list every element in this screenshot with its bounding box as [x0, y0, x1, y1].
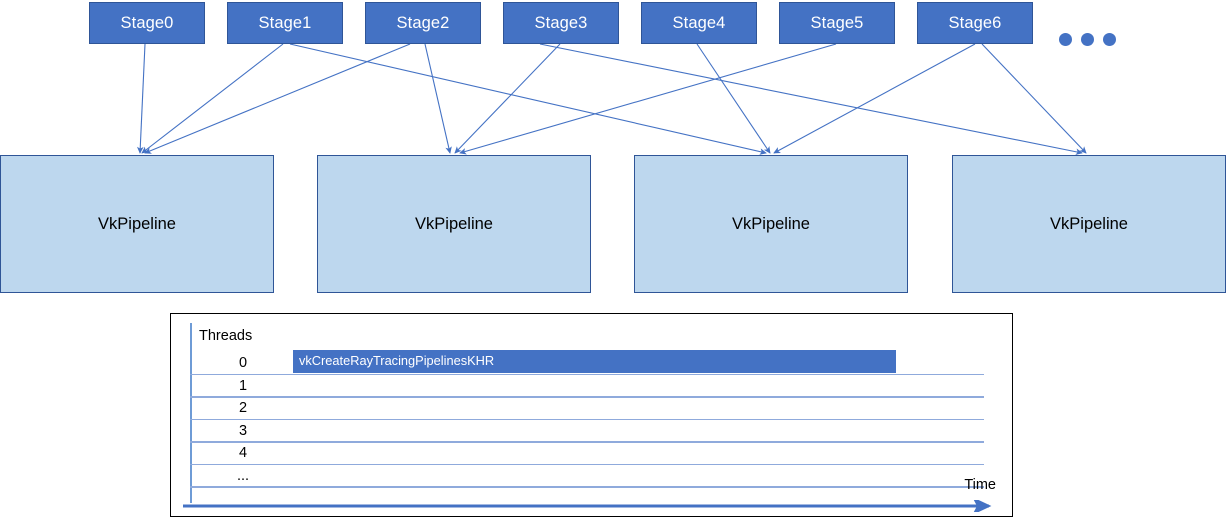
- thread-row-label: ...: [236, 467, 250, 484]
- connector-line: [141, 43, 284, 154]
- thread-row-gridline: [190, 463, 984, 465]
- thread-row-label: 1: [238, 377, 248, 394]
- stage-label: Stage0: [120, 13, 174, 32]
- thread-row-gridline: [190, 441, 984, 443]
- connector-line: [981, 43, 1087, 154]
- stage-label: Stage3: [534, 13, 588, 32]
- thread-timeline-panel: Threads 0 vkCreateRayTracingPipelinesKHR 1…: [170, 313, 1013, 517]
- pipeline-label: VkPipeline: [1050, 214, 1128, 233]
- stage-box-1[interactable]: Stage1: [227, 2, 343, 44]
- stage-label: Stage4: [672, 13, 726, 32]
- stage-label: Stage1: [258, 13, 312, 32]
- stage-box-4[interactable]: Stage4: [641, 2, 757, 44]
- pipeline-box-2[interactable]: VkPipeline: [634, 155, 908, 293]
- thread-row-label: 2: [238, 400, 248, 416]
- thread-row-label: 0: [238, 355, 248, 371]
- stage-label: Stage6: [948, 13, 1002, 32]
- threads-header-label: Threads: [199, 328, 253, 344]
- pipeline-label: VkPipeline: [415, 214, 493, 233]
- timeline-vertical-axis: [190, 323, 192, 503]
- more-stages-ellipsis-icon: [1059, 33, 1116, 46]
- thread-row-gridline: [190, 486, 984, 488]
- thread-row-gridline: [190, 396, 984, 398]
- stage-box-3[interactable]: Stage3: [503, 2, 619, 44]
- stage-box-6[interactable]: Stage6: [917, 2, 1033, 44]
- pipeline-label: VkPipeline: [732, 214, 810, 233]
- stage-box-5[interactable]: Stage5: [779, 2, 895, 44]
- connector-line: [459, 43, 837, 155]
- connector-line: [773, 43, 976, 154]
- stage-box-0[interactable]: Stage0: [89, 2, 205, 44]
- time-axis-arrow: [183, 500, 992, 512]
- thread-row-label: 3: [238, 422, 248, 439]
- thread-row-label: 4: [238, 445, 248, 461]
- timeline-plot-area: Threads 0 vkCreateRayTracingPipelinesKHR 1…: [171, 314, 1012, 516]
- pipeline-box-3[interactable]: VkPipeline: [952, 155, 1226, 293]
- pipeline-box-0[interactable]: VkPipeline: [0, 155, 274, 293]
- connector-line: [136, 43, 146, 154]
- ellipsis-dot: [1081, 33, 1094, 46]
- ellipsis-dot: [1103, 33, 1116, 46]
- pipeline-box-1[interactable]: VkPipeline: [317, 155, 591, 293]
- stage-label: Stage2: [396, 13, 450, 32]
- ellipsis-dot: [1059, 33, 1072, 46]
- thread-row-gridline: [190, 373, 984, 375]
- stage-box-2[interactable]: Stage2: [365, 2, 481, 44]
- connector-line: [289, 43, 767, 155]
- connector-line: [144, 43, 411, 154]
- thread-row-gridline: [190, 418, 984, 420]
- connector-line: [454, 43, 561, 154]
- time-axis-label: Time: [964, 476, 996, 493]
- connector-line: [696, 43, 771, 154]
- connector-line: [539, 43, 1083, 156]
- pipeline-label: VkPipeline: [98, 214, 176, 233]
- timeline-bar[interactable]: vkCreateRayTracingPipelinesKHR: [293, 350, 896, 373]
- timeline-bar-label: vkCreateRayTracingPipelinesKHR: [299, 352, 495, 368]
- connector-line: [424, 43, 452, 154]
- stage-label: Stage5: [810, 13, 864, 32]
